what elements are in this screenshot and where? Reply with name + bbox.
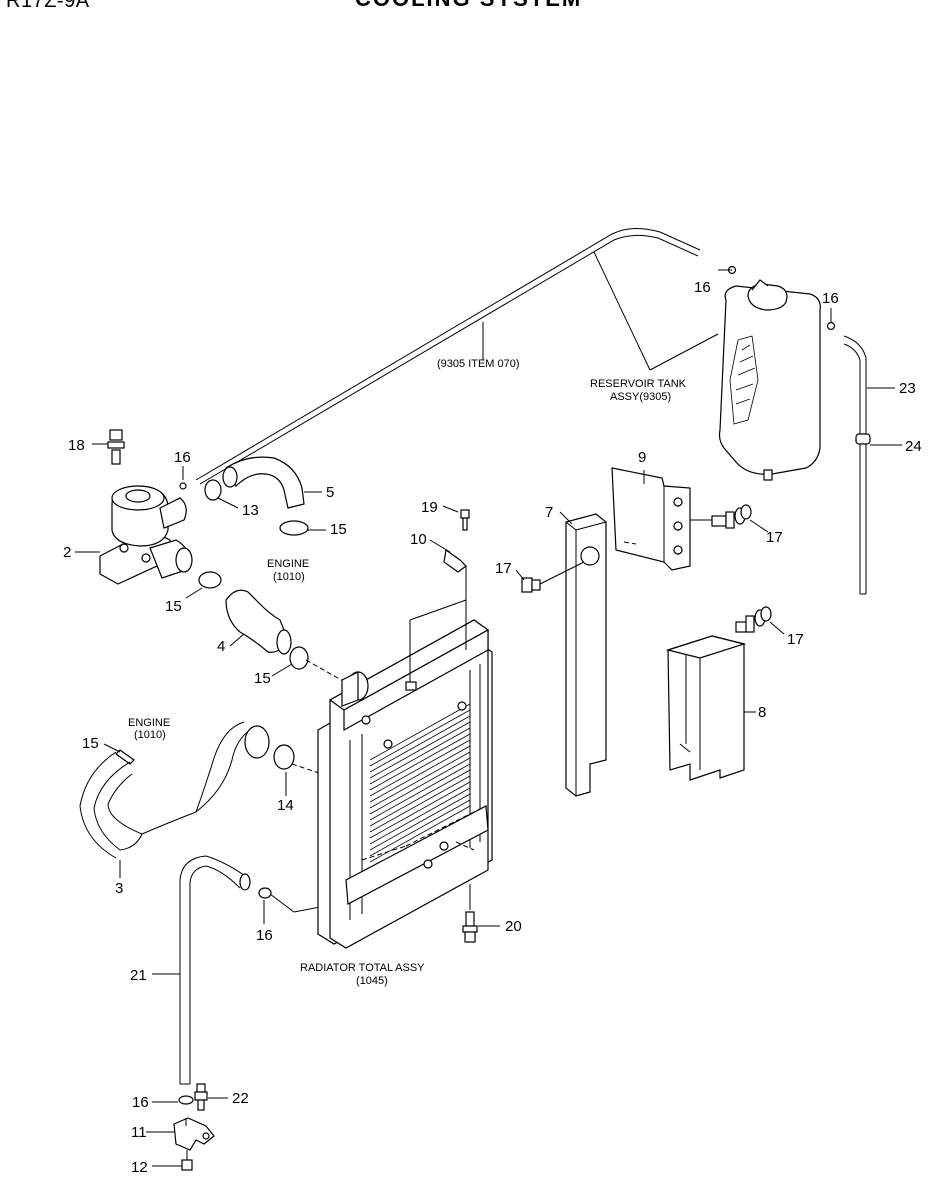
label-engine-upper-line2: (1010) bbox=[273, 571, 305, 583]
bolt-17-bracket bbox=[690, 504, 769, 533]
radiator-assembly bbox=[317, 619, 493, 949]
label-engine-lower-line2: (1010) bbox=[134, 729, 166, 741]
bracket-9 bbox=[611, 467, 691, 571]
callout-16-tank-right: 16 bbox=[822, 290, 839, 307]
callout-22: 22 bbox=[232, 1090, 249, 1107]
callout-17-block: 17 bbox=[787, 631, 804, 648]
callout-7: 7 bbox=[545, 504, 553, 521]
page-title: COOLING SYSTEM bbox=[355, 0, 582, 12]
callout-15-mid: 15 bbox=[254, 670, 271, 687]
clamp-15-left bbox=[185, 571, 222, 599]
callout-4: 4 bbox=[217, 638, 225, 655]
label-item-070: (9305 ITEM 070) bbox=[437, 358, 520, 370]
drain-valve-11 bbox=[146, 1117, 215, 1151]
bolt-17-block bbox=[735, 606, 785, 635]
callout-19: 19 bbox=[421, 499, 438, 516]
label-radiator-line1: RADIATOR TOTAL ASSY bbox=[300, 962, 425, 974]
clip-24 bbox=[855, 433, 902, 446]
label-engine-upper-line1: ENGINE bbox=[267, 558, 309, 570]
clamp-15-lower bbox=[103, 743, 135, 765]
callout-15-engine: 15 bbox=[330, 521, 347, 538]
callout-18: 18 bbox=[68, 437, 85, 454]
block-8 bbox=[665, 635, 756, 781]
hose-5 bbox=[222, 456, 322, 509]
callout-13: 13 bbox=[242, 502, 259, 519]
callout-16-bottom: 16 bbox=[132, 1094, 149, 1111]
bolt-19 bbox=[442, 505, 470, 531]
radiator-core bbox=[369, 703, 471, 863]
callout-16-tank-left: 16 bbox=[694, 279, 711, 296]
clamp-16-pipe bbox=[179, 466, 187, 490]
thermostat-housing bbox=[75, 485, 193, 585]
plug-12 bbox=[152, 1150, 193, 1171]
reservoir-label-leaders bbox=[593, 251, 832, 371]
callout-10: 10 bbox=[410, 531, 427, 548]
bolt-18 bbox=[92, 429, 125, 465]
callout-5: 5 bbox=[326, 484, 334, 501]
strip-7 bbox=[559, 511, 607, 797]
bolt-20 bbox=[462, 884, 500, 943]
callout-2: 2 bbox=[63, 544, 71, 561]
hose-21 bbox=[152, 855, 251, 1085]
callout-21: 21 bbox=[130, 967, 147, 984]
callout-15-lower: 15 bbox=[82, 735, 99, 752]
callout-23: 23 bbox=[899, 380, 916, 397]
callout-20: 20 bbox=[505, 918, 522, 935]
hose-4 bbox=[225, 589, 292, 655]
label-reservoir-line2: ASSY(9305) bbox=[610, 391, 671, 403]
callout-8: 8 bbox=[758, 704, 766, 721]
model-code: R17Z-9A bbox=[6, 0, 90, 12]
reservoir-tank bbox=[718, 265, 836, 481]
label-radiator-line2: (1045) bbox=[356, 975, 388, 987]
clamp-16-bottom bbox=[152, 1095, 194, 1105]
label-engine-lower-line1: ENGINE bbox=[128, 717, 170, 729]
bolt-17-strip bbox=[515, 561, 585, 593]
clamp-13 bbox=[204, 479, 239, 509]
callout-16-pipe: 16 bbox=[174, 449, 191, 466]
callout-24: 24 bbox=[905, 438, 922, 455]
overflow-pipe bbox=[195, 228, 701, 485]
callout-3: 3 bbox=[115, 880, 123, 897]
label-reservoir-line1: RESERVOIR TANK bbox=[590, 378, 687, 390]
hose-3 bbox=[79, 721, 270, 878]
callout-17-left: 17 bbox=[495, 560, 512, 577]
clamp-15-engine bbox=[279, 520, 326, 536]
callout-17-bracket: 17 bbox=[766, 529, 783, 546]
bracket-10 bbox=[409, 539, 467, 682]
callout-12: 12 bbox=[131, 1159, 148, 1176]
bolt-22 bbox=[194, 1083, 228, 1111]
callout-11: 11 bbox=[131, 1124, 147, 1141]
callout-15-left: 15 bbox=[165, 598, 182, 615]
hose-23 bbox=[843, 335, 895, 595]
callout-14: 14 bbox=[277, 797, 294, 814]
callout-16-lower: 16 bbox=[256, 927, 273, 944]
callout-9: 9 bbox=[638, 449, 646, 466]
